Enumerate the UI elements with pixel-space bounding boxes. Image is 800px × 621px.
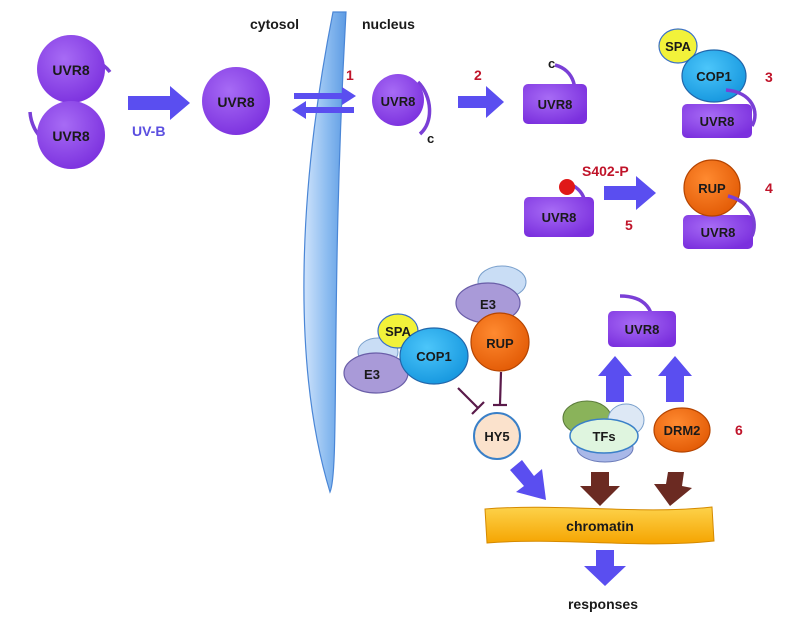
rup-e3-complex: E3 RUP: [455, 265, 530, 372]
uvr8-induced-label: UVR8: [625, 322, 660, 337]
tfs-to-chromatin-arrow: [580, 472, 620, 506]
c-terminus-label-2: c: [548, 56, 555, 71]
responses-label: responses: [568, 596, 638, 612]
complex4-rup-label: RUP: [698, 181, 726, 196]
uvr8-dimer: UVR8 UVR8: [28, 35, 112, 169]
uvr8-phospho-label: UVR8: [542, 210, 577, 225]
step-2-label: 2: [474, 67, 482, 83]
complex3-uvr8-label: UVR8: [700, 114, 735, 129]
transcription-factors: TFs: [562, 400, 645, 463]
nuclear-import-arrow: [294, 87, 356, 105]
step-6-label: 6: [735, 422, 743, 438]
phospho-site-label: S402-P: [582, 163, 629, 179]
rup-uvr8-complex: RUP UVR8: [683, 159, 756, 249]
complex3-spa-label: SPA: [665, 39, 691, 54]
tfs-to-uvr8-arrow: [598, 356, 632, 402]
cop1-complex-e3-label: E3: [364, 367, 380, 382]
uvb-label: UV-B: [132, 123, 165, 139]
cop1-spa-e3-complex: SPA COP1 E3: [343, 313, 469, 394]
c-terminus-label-1: c: [427, 131, 434, 146]
complex4-rup: [683, 159, 741, 217]
uvr8-open-conformation: [523, 84, 587, 124]
uvr8-monomer-nucleus: [372, 74, 424, 126]
tfs-main: [569, 418, 639, 454]
uvr8-monomer-cytosol-label: UVR8: [217, 94, 255, 110]
uvr8-dimer-top: [37, 35, 105, 103]
complex3-cop1-label: COP1: [696, 69, 731, 84]
drm2-to-chromatin-arrow: [654, 472, 692, 506]
chromatin-bar: [484, 506, 715, 545]
rup-complex-e3-label: E3: [480, 297, 496, 312]
drm2: [653, 407, 711, 453]
complex4-uvr8: [683, 215, 753, 249]
uvr8-induced: [608, 311, 676, 347]
uvr8-monomer-cytosol: [202, 67, 270, 135]
complex3-uvr8: [682, 104, 752, 138]
cop1-complex-cop1-label: COP1: [416, 349, 451, 364]
cop1-complex-cop1: [399, 327, 469, 385]
uvb-arrow: [128, 86, 190, 120]
hy5-to-chromatin-arrow: [510, 460, 546, 500]
uvr8-dimer-bottom-label: UVR8: [52, 128, 90, 144]
cytosol-label: cytosol: [250, 16, 299, 32]
phospho-site-dot: [559, 179, 575, 195]
uvr8-open-label: UVR8: [538, 97, 573, 112]
nuclear-export-arrow: [292, 101, 354, 119]
drm2-to-uvr8-arrow: [658, 356, 692, 402]
rup-complex-rup: [470, 312, 530, 372]
uvr8-monomer-nucleus-label: UVR8: [381, 94, 416, 109]
uvr8-phosphorylated: [524, 197, 594, 237]
inhibition-cop1-hy5: [457, 387, 485, 415]
step-2-arrow: [458, 86, 504, 118]
step-5-label: 5: [625, 217, 633, 233]
chromatin-to-responses-arrow: [584, 550, 626, 586]
uvr8-dimer-bottom: [37, 101, 105, 169]
step-1-label: 1: [346, 67, 354, 83]
tfs-label: TFs: [592, 429, 615, 444]
inhibition-rup-hy5: [493, 371, 507, 407]
step-3-label: 3: [765, 69, 773, 85]
step-4-label: 4: [765, 180, 773, 196]
nucleus-label: nucleus: [362, 16, 415, 32]
nuclear-membrane: [303, 11, 347, 494]
spa-cop1-uvr8-complex: SPA COP1 UVR8: [658, 28, 757, 138]
rup-complex-rup-label: RUP: [486, 336, 514, 351]
hy5-label: HY5: [484, 429, 509, 444]
complex4-uvr8-label: UVR8: [701, 225, 736, 240]
drm2-label: DRM2: [664, 423, 701, 438]
cop1-complex-spa-label: SPA: [385, 324, 411, 339]
step-4-arrow: [604, 176, 656, 210]
hy5: [473, 412, 521, 460]
complex3-spa: [658, 28, 698, 64]
chromatin-label: chromatin: [566, 518, 634, 534]
uvr8-dimer-top-label: UVR8: [52, 62, 90, 78]
